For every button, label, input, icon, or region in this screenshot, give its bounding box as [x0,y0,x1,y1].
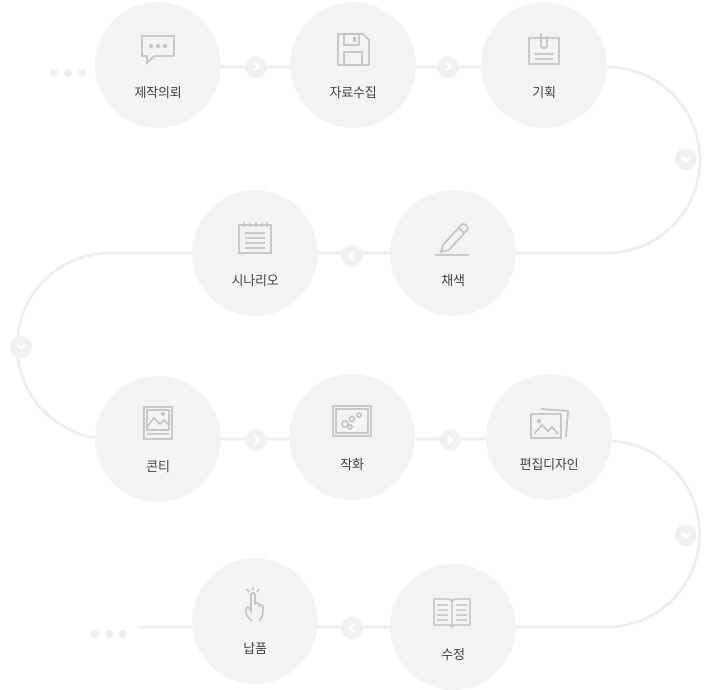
step-revision: 수정 [390,564,516,690]
step-label: 시나리오 [231,274,279,289]
picture-frame-icon [143,406,173,440]
step-label: 채색 [441,274,465,289]
step-scenario: 시나리오 [192,190,318,316]
step-label: 기획 [532,86,556,101]
step-delivery: 납품 [192,558,318,684]
step-coloring: 채색 [390,190,516,316]
step-label: 자료수집 [329,86,377,101]
arrow-down-icon [675,524,697,546]
tap-hand-icon [244,587,264,622]
arrow-right-icon [439,429,461,451]
step-label: 편집디자인 [519,458,579,473]
step-label: 제작의뢰 [134,86,182,101]
step-edit-design: 편집디자인 [486,374,612,500]
arrow-right-icon [245,429,267,451]
step-data-collection: 자료수집 [290,2,416,128]
open-book-icon [433,598,471,629]
step-label: 납품 [243,642,267,657]
floppy-disk-icon [337,33,370,66]
step-label: 수정 [441,648,465,663]
step-planning: 기획 [481,2,607,128]
step-request: 제작의뢰 [95,2,221,128]
arrow-left-icon [341,617,363,639]
step-label: 작화 [340,458,364,473]
step-label: 콘티 [146,460,170,475]
arrow-right-icon [245,56,267,78]
drawing-board-icon [332,405,372,437]
step-drawing: 작화 [289,374,415,500]
arrow-left-icon [341,245,363,267]
arrow-down-icon [10,336,32,358]
photos-icon [530,408,569,439]
step-storyboard: 콘티 [95,376,221,502]
arrow-down-icon [675,148,697,170]
arrow-right-icon [437,56,459,78]
start-dots [50,62,92,81]
end-dots [91,623,133,642]
speech-bubble-icon [141,35,175,66]
notepad-icon [238,222,272,254]
clipboard-icon [528,33,560,65]
pen-icon [435,223,469,256]
